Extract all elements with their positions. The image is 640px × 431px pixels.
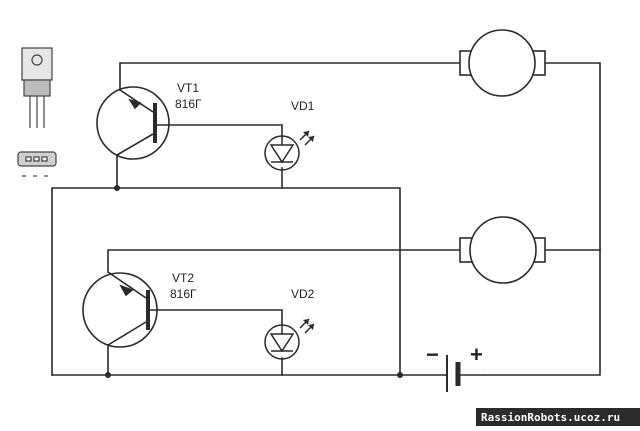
transistor-vt1-emitter (116, 133, 154, 156)
wires (51, 62, 601, 376)
transistor-vt1 (96, 86, 170, 160)
transistor-vt2-collector (107, 271, 147, 299)
led-vd1-body (264, 135, 300, 171)
ray-arrowhead (308, 324, 314, 330)
led-vd2-ray-heads (303, 319, 314, 330)
ray-arrowhead (303, 131, 309, 137)
transistor-package-icon (21, 47, 53, 128)
transistor-vt1-body (96, 86, 170, 160)
junction-dot (397, 372, 403, 378)
vd2-label: VD2 (291, 287, 315, 301)
package-body (23, 79, 51, 97)
led-vd1 (264, 130, 315, 171)
wire-vt1-to-motor1 (119, 62, 461, 91)
wire-vt2-base-to-vd2 (149, 309, 283, 326)
transistor-vt2 (82, 271, 158, 348)
vd1-label: VD1 (291, 99, 315, 113)
junctions (105, 185, 403, 378)
junction-dot (114, 185, 120, 191)
package-side-pin (25, 156, 32, 162)
vt2-part: 816Г (170, 287, 197, 301)
transistor-vt2-emitter (107, 321, 147, 346)
ray-arrowhead (303, 319, 309, 325)
transistor-package-side-icon (17, 151, 57, 177)
wire-motor1-to-right-rail (484, 62, 601, 376)
motor-2 (459, 216, 546, 284)
wire-vd1-to-bus (116, 187, 401, 376)
motor-1-body (468, 29, 536, 97)
wire-vt1-base-to-vd1 (154, 124, 283, 138)
package-side-pin (41, 156, 48, 162)
transistor-vt1-arrow (128, 98, 142, 110)
battery-plus-sign: + (470, 342, 483, 367)
watermark-bg (476, 408, 640, 426)
motor-2-body (469, 216, 537, 284)
wire-vt1-emitter-bus (51, 154, 118, 376)
transistor-vt1-collector (119, 89, 154, 113)
package-side-pin (33, 156, 40, 162)
battery (445, 355, 485, 392)
vt1-label: VT1 (177, 81, 199, 95)
wire-vt2-to-motor2 (107, 249, 461, 273)
package-tab (21, 47, 53, 81)
battery-minus-sign: − (426, 342, 439, 367)
vt1-part: 816Г (175, 97, 202, 111)
motor-1 (459, 29, 546, 97)
ray-arrowhead (308, 136, 314, 142)
led-vd2 (264, 318, 315, 360)
junction-dot (105, 372, 111, 378)
transistor-vt2-arrow (119, 284, 134, 297)
transistor-vt2-body (82, 272, 158, 348)
led-vd2-triangle (269, 333, 295, 353)
watermark-text: RassionRobots.ucoz.ru (481, 411, 620, 424)
vt2-label: VT2 (172, 271, 194, 285)
package-mount-hole (31, 54, 43, 66)
led-vd1-triangle (269, 144, 295, 164)
led-vd1-ray-heads (303, 131, 314, 142)
